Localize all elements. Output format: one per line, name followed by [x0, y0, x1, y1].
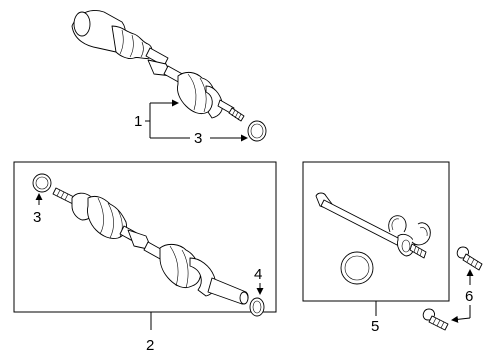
circlip-top: [247, 120, 267, 142]
box-5: [302, 161, 450, 316]
o-ring: [340, 251, 374, 285]
bolt-lower: [422, 308, 449, 331]
callout-5: 5: [371, 318, 379, 335]
callout-6: 6: [465, 288, 473, 305]
circlip-box-2-left: [32, 173, 52, 205]
circlip-box-2-right: [249, 283, 265, 317]
intermediate-shaft: [315, 192, 427, 259]
bolt-upper: [456, 246, 483, 271]
leader-callout-1: [145, 99, 248, 142]
callout-3-left: 3: [33, 209, 41, 226]
callout-2: 2: [146, 337, 154, 354]
leader-callout-6: [451, 269, 474, 323]
snap-ring-upper: [388, 215, 407, 233]
axle-shaft-assembly-top: [71, 10, 245, 122]
callout-4: 4: [254, 266, 262, 283]
snap-ring-right: [411, 222, 431, 246]
callout-3-top: 3: [194, 130, 202, 147]
axle-shaft-box-2: [52, 187, 249, 305]
callout-1: 1: [134, 113, 142, 130]
box-2: [13, 161, 277, 330]
